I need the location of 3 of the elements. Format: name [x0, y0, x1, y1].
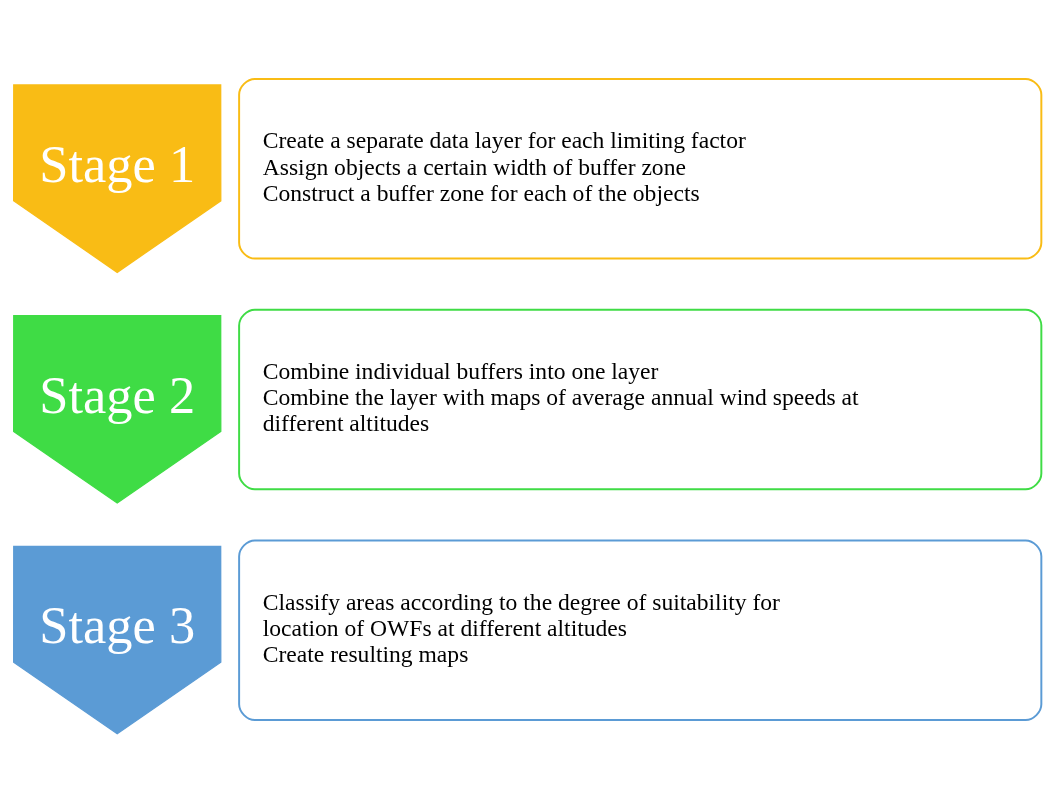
node-box: Create a separate data layer for each limiting factor Assign objects a certain width of buffer zone Construct a buffer zone for each of the objects: [238, 77, 1043, 260]
node-box: Classify areas according to the degree of suitability for location of OWFs at different altitudes Create resulting maps: [238, 538, 1043, 721]
node-box: Combine individual buffers into one layer Combine the layer with maps of average annual wind speeds at different altitudes: [238, 308, 1043, 490]
